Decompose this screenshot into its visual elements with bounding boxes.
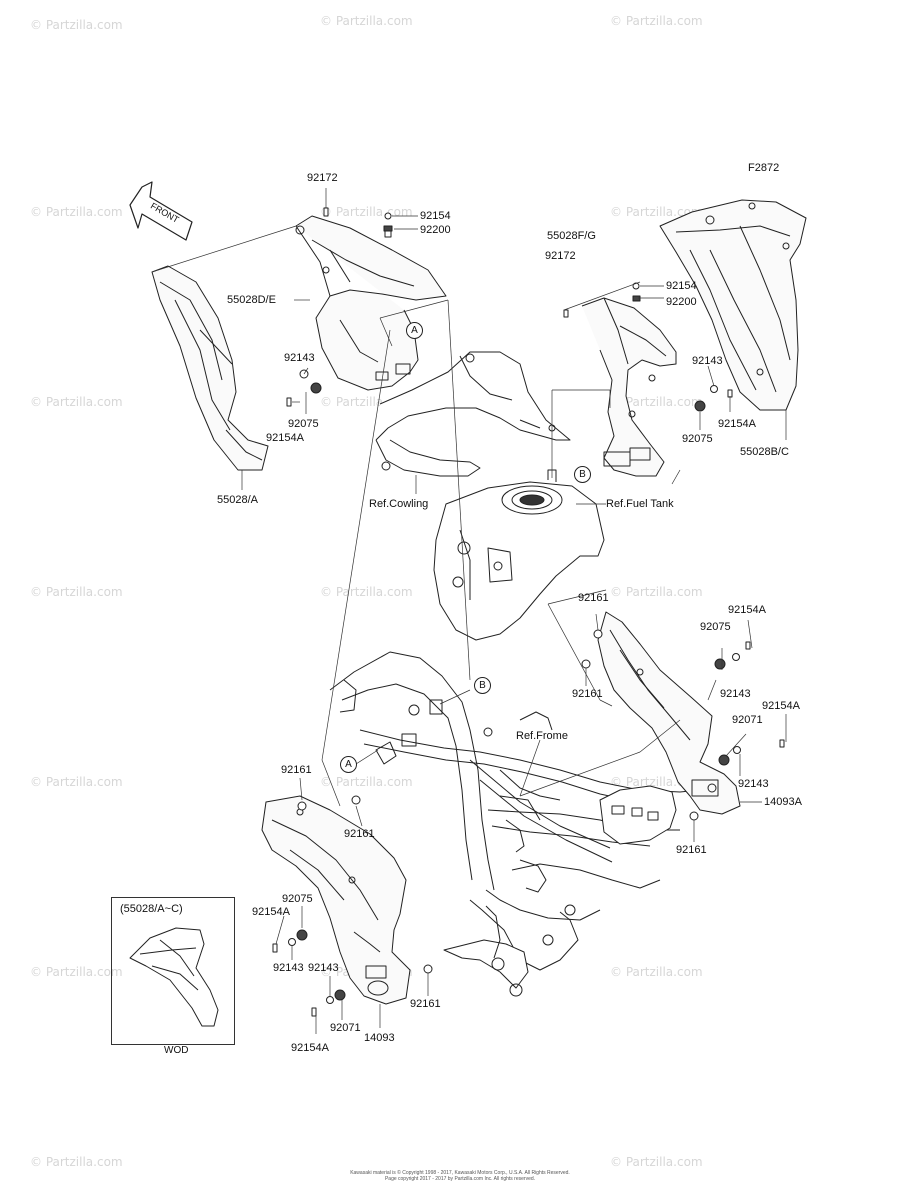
part-label-92154: 92154	[666, 280, 697, 292]
part-label-92075: 92075	[700, 621, 731, 633]
part-label-92161: 92161	[344, 828, 375, 840]
ref-fuel-tank-label: Ref.Fuel Tank	[606, 498, 674, 510]
part-label-55028a: 55028/A	[217, 494, 258, 506]
watermark: © Partzilla.com	[30, 395, 123, 409]
watermark: © Partzilla.com	[30, 775, 123, 789]
part-label-92075: 92075	[288, 418, 319, 430]
watermark: © Partzilla.com	[30, 965, 123, 979]
part-label-14093: 14093	[364, 1032, 395, 1044]
part-label-92172: 92172	[545, 250, 576, 262]
part-label-92154: 92154	[420, 210, 451, 222]
lower-cover-right-14093a	[597, 611, 741, 815]
inset-title: (55028/A~C)	[120, 903, 183, 915]
part-label-92172: 92172	[307, 172, 338, 184]
part-label-92161: 92161	[281, 764, 312, 776]
part-label-92154a: 92154A	[718, 418, 756, 430]
part-label-92161: 92161	[578, 592, 609, 604]
part-label-92075: 92075	[282, 893, 313, 905]
part-label-92143: 92143	[273, 962, 304, 974]
callout-b-lower: B	[474, 677, 491, 694]
watermark: © Partzilla.com	[320, 775, 413, 789]
part-label-55028de: 55028D/E	[227, 294, 276, 306]
part-label-92143: 92143	[692, 355, 723, 367]
inset-caption: WOD	[164, 1045, 189, 1056]
part-label-14093a: 14093A	[764, 796, 802, 808]
side-cover-left-55028a	[151, 265, 269, 471]
part-label-92143: 92143	[308, 962, 339, 974]
inner-cover-left-55028de	[295, 215, 447, 391]
part-label-92071: 92071	[330, 1022, 361, 1034]
callout-b-upper: B	[574, 466, 591, 483]
watermark: © Partzilla.com	[320, 585, 413, 599]
watermark: © Partzilla.com	[30, 1155, 123, 1169]
watermark: © Partzilla.com	[610, 14, 703, 28]
hardware-fasteners	[272, 207, 785, 1017]
part-label-92200: 92200	[666, 296, 697, 308]
watermark: © Partzilla.com	[610, 395, 703, 409]
part-label-92161: 92161	[410, 998, 441, 1010]
watermark: © Partzilla.com	[610, 1155, 703, 1169]
part-label-55028fg: 55028F/G	[547, 230, 596, 242]
part-label-92154a: 92154A	[728, 604, 766, 616]
copyright-line-2: Page copyright 2017 - 2017 by Partzilla.…	[384, 1176, 536, 1182]
part-label-92154a: 92154A	[291, 1042, 329, 1054]
ref-cowling-label: Ref.Cowling	[369, 498, 429, 510]
part-label-55028bc: 55028B/C	[740, 446, 789, 458]
watermark: © Partzilla.com	[30, 585, 123, 599]
inset-cover-drawing	[129, 927, 219, 1027]
watermark: © Partzilla.com	[320, 14, 413, 28]
part-label-92143: 92143	[720, 688, 751, 700]
callout-a-upper: A	[406, 322, 423, 339]
part-label-92154a: 92154A	[266, 432, 304, 444]
watermark: © Partzilla.com	[610, 965, 703, 979]
part-label-92161: 92161	[676, 844, 707, 856]
side-cover-right-55028bc	[659, 199, 807, 411]
cowling-reference-part	[375, 351, 571, 477]
part-label-92154a: 92154A	[252, 906, 290, 918]
part-label-92161: 92161	[572, 688, 603, 700]
watermark: © Partzilla.com	[30, 18, 123, 32]
frame-reference-part	[329, 651, 701, 997]
part-label-92143: 92143	[284, 352, 315, 364]
watermark: © Partzilla.com	[610, 585, 703, 599]
lower-cover-left-14093	[261, 795, 411, 1005]
part-label-92075: 92075	[682, 433, 713, 445]
figure-code: F2872	[748, 162, 780, 174]
watermark: © Partzilla.com	[610, 205, 703, 219]
fuel-tank-reference-part	[433, 469, 605, 641]
part-label-92071: 92071	[732, 714, 763, 726]
leader-lines	[151, 188, 787, 1034]
inner-cover-right-55028fg	[581, 297, 677, 477]
callout-a-lower: A	[340, 756, 357, 773]
inset-box	[111, 897, 235, 1045]
watermark: © Partzilla.com	[30, 205, 123, 219]
copyright-line-1: Kawasaki material is © Copyright 1998 - …	[350, 1170, 570, 1176]
part-label-92143: 92143	[738, 778, 769, 790]
part-label-92154a: 92154A	[762, 700, 800, 712]
front-arrow-icon: FRONT	[129, 181, 193, 241]
part-label-92200: 92200	[420, 224, 451, 236]
copyright-footer: Kawasaki material is © Copyright 1998 - …	[300, 1170, 620, 1182]
ref-frame-label: Ref.Frome	[516, 730, 568, 742]
